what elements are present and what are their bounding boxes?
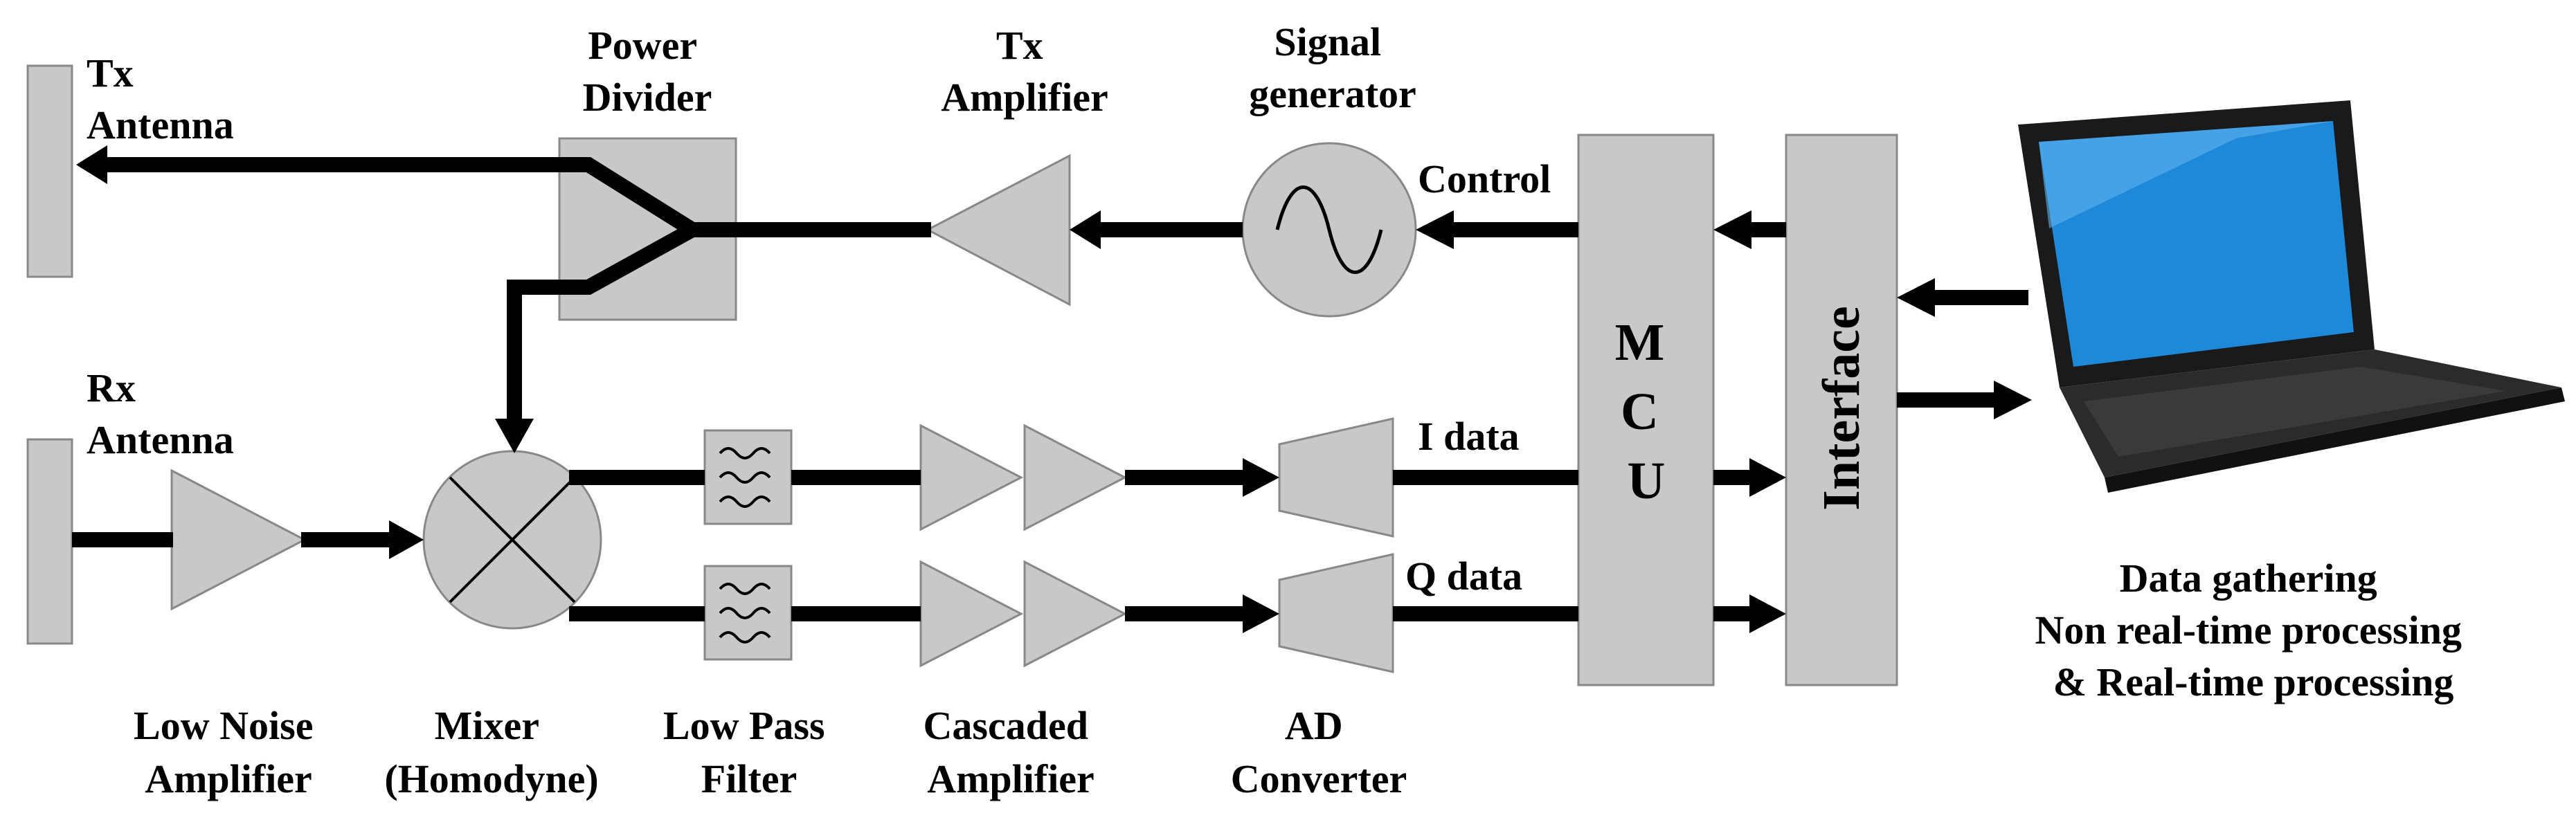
mcu-block [1577, 134, 1715, 686]
wire-divider-to-mixer [507, 223, 696, 429]
cascaded-amplifier-i-2 [1023, 423, 1128, 531]
power-divider-label: Power Divider [583, 23, 712, 120]
rx-antenna [26, 438, 73, 645]
arrowhead-siggen [1416, 210, 1454, 249]
arrowhead-mixer-rf [389, 520, 424, 559]
cascaded-amplifier-q-1 [919, 560, 1024, 668]
low-noise-amplifier-label: Low Noise Amplifier [134, 703, 323, 801]
cascaded-amplifier-i-1 [919, 423, 1024, 531]
mcu-label: M C U [1615, 313, 1678, 510]
arrowhead-interface-q [1749, 594, 1786, 633]
tx-antenna [26, 64, 73, 278]
arrowhead-tx-antenna [76, 145, 107, 184]
sine-wave-icon [1275, 185, 1383, 274]
i-data-label: I data [1418, 414, 1520, 459]
interface-label: Interface [1812, 306, 1871, 510]
tx-amplifier-label: Tx Amplifier [941, 23, 1108, 120]
low-pass-filter-q [703, 565, 793, 661]
arrowhead-adc-i [1243, 458, 1279, 497]
ad-converter-q [1278, 553, 1394, 673]
tx-antenna-label: Tx Antenna [87, 51, 234, 147]
control-label: Control [1418, 156, 1551, 201]
arrowhead-mixer-lo [495, 419, 534, 453]
low-pass-filter-i [703, 429, 793, 525]
rx-antenna-label: Rx Antenna [87, 365, 234, 462]
arrowhead-laptop-in [1994, 381, 2032, 419]
low-noise-amplifier [170, 468, 307, 611]
mixer-cross-icon-2 [449, 476, 576, 603]
arrowhead-mcu-control [1713, 210, 1751, 249]
laptop-caption: Data gathering Non real-time processing … [2035, 556, 2472, 704]
low-pass-filter-label: Low Pass Filter [663, 703, 835, 801]
ad-converter-i [1278, 417, 1394, 538]
interface-block [1785, 134, 1898, 686]
laptop-icon [2018, 100, 2565, 493]
q-data-label: Q data [1405, 554, 1522, 599]
ad-converter-label: AD Converter [1231, 703, 1407, 801]
arrowhead-txamp [1070, 210, 1101, 249]
arrowhead-interface-i [1749, 458, 1786, 497]
arrowhead-interface-in [1897, 278, 1935, 317]
cascaded-amplifier-q-2 [1023, 560, 1128, 668]
signal-generator-label: Signal generator [1249, 19, 1416, 116]
wire-divider-to-tx-antenna [104, 157, 696, 237]
arrowhead-adc-q [1243, 594, 1279, 633]
tx-amplifier [925, 154, 1071, 307]
mixer-label: Mixer (Homodyne) [384, 703, 598, 801]
cascaded-amplifier-label: Cascaded Amplifier [924, 703, 1099, 801]
